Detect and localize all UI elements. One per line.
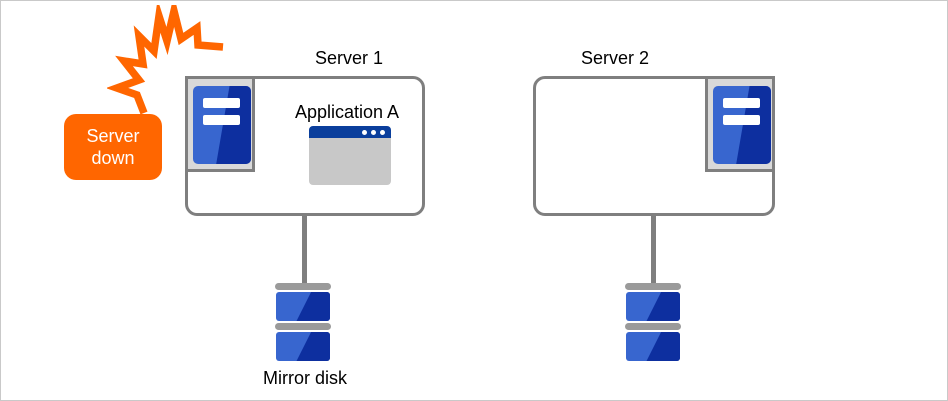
window-dot-icon (362, 130, 367, 135)
server2-chip (705, 76, 775, 172)
server-icon (713, 86, 771, 164)
disk-platter-shade (646, 332, 680, 361)
server-down-line1: Server (86, 126, 140, 146)
explosion-icon (107, 5, 224, 115)
server2-disk-connector-line (651, 213, 656, 285)
server-slot-bar (203, 98, 240, 108)
disk-platter (626, 292, 680, 321)
disk-platter-shade (296, 292, 330, 321)
server-slot-bar (203, 115, 240, 125)
window-dot-icon (371, 130, 376, 135)
application-window-icon (309, 126, 391, 185)
server2-title: Server 2 (580, 48, 650, 68)
disk-platter-shade (296, 332, 330, 361)
window-dot-icon (380, 130, 385, 135)
server-icon (193, 86, 251, 164)
disk-cap (275, 283, 331, 290)
server-slot-bar (723, 98, 760, 108)
disk-platter (276, 332, 330, 361)
mirror-disk-icon (625, 283, 681, 363)
mirror-disk-icon (275, 283, 331, 363)
disk-platter (626, 332, 680, 361)
mirror-disk-label: Mirror disk (263, 368, 347, 388)
window-body (309, 138, 391, 185)
server-down-badge: Server down (64, 114, 162, 180)
server1-chip (185, 76, 255, 172)
disk-platter (276, 292, 330, 321)
server-down-line2: down (91, 148, 135, 168)
disk-cap (275, 323, 331, 330)
explosion-zigzag (107, 5, 224, 115)
disk-cap (625, 323, 681, 330)
window-titlebar (309, 126, 391, 138)
server1-disk-connector-line (302, 213, 307, 285)
disk-cap (625, 283, 681, 290)
server-slot-bar (723, 115, 760, 125)
server1-title: Server 1 (314, 48, 384, 68)
disk-platter-shade (646, 292, 680, 321)
application-a-label: Application A (294, 102, 400, 122)
